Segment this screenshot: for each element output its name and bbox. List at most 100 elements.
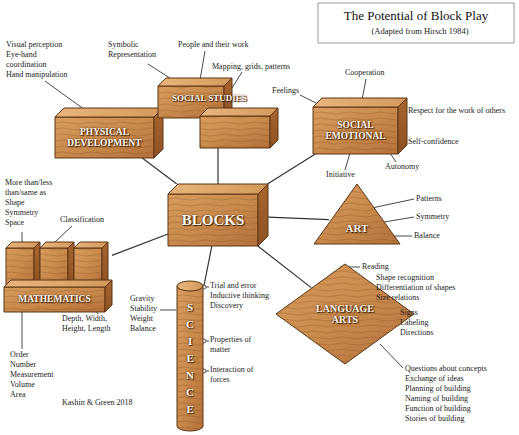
leader-line [372,199,414,208]
annotation-text: Depth, Width, Height, Length [62,314,124,334]
annotation-text: Inductive thinking [210,291,290,301]
leader-line [160,310,176,311]
leader-line [394,236,412,237]
annotation-text: Symmetry [5,208,55,218]
block-front [4,287,105,312]
block-side [68,242,74,286]
annotation-text: Labeling [400,318,460,328]
block-top [168,184,268,194]
leader-line [200,51,205,80]
wood-grain [200,116,270,148]
block-side [398,98,407,154]
connector-line [142,158,177,184]
annotation-text: Naming of building [405,394,515,404]
annotation-text: Volume [10,380,70,390]
block-side [270,108,278,148]
annotation-text: Weight [130,314,175,324]
node-label: SOCIAL STUDIES [158,78,252,148]
wood-grain [313,107,398,154]
block-top [200,108,278,116]
annotation-text: Gravity [130,294,175,304]
block-top [4,280,112,287]
annotation-text: Number [10,360,70,370]
leader-line [384,217,414,222]
block-top [55,108,163,117]
block-top [158,78,232,86]
connector-line [112,234,168,255]
wood-grain [4,287,105,312]
connector-line [217,148,218,184]
annotation-text: People and their work [178,40,268,50]
wood-block: PHYSICAL DEVELOPMENT [55,108,163,158]
connector-line [267,154,315,184]
block-side [102,242,108,286]
annotation-text: Exchange of ideas [405,374,515,384]
shape-outline [158,78,278,148]
science-cylinder: SCIENCE [176,281,204,431]
annotation-text: (Adapted from Hirsch 1984) [330,26,510,36]
annotation-text: Initiative [326,170,386,180]
annotation-text: Order [10,350,70,360]
cylinder-top [177,281,203,291]
annotation-text: Questions about concepts [405,364,515,374]
node-label: PHYSICAL DEVELOPMENT [55,117,154,158]
annotation-text: Space [5,218,55,228]
leader-line [362,79,366,100]
annotation-text: Respect for the work of others [408,106,508,116]
annotation-text: Mapping, grids, patterns [212,62,312,72]
annotation-text: Directions [400,328,460,338]
leader-line [380,344,403,368]
shape-outline [313,183,401,245]
node-label: MATHEMATICS [4,287,105,312]
annotation-text: Area [10,390,70,400]
leader-line [45,81,85,110]
annotation-text: Stories of building [405,414,515,424]
node-label: ART [313,213,401,243]
annotation-text: Stability [130,304,175,314]
annotation-text: Self-confidence [408,137,498,147]
annotation-text: Properties of matter [210,335,265,355]
block-top [313,98,407,107]
annotation-text: Function of building [405,404,515,414]
wood-block: BLOCKS [168,184,268,246]
annotation-text: Balance [130,324,175,334]
connector-line [268,217,329,220]
block-front [313,107,398,154]
annotation-text: Kashin & Green 2018 [62,398,162,408]
block-front [200,116,270,148]
annotation-text: Balance [414,231,474,241]
block-side [34,242,40,286]
annotation-text: Differentiation of shapes [376,283,496,293]
annotation-text: Cooperation [345,68,405,78]
leader-line [22,232,23,242]
annotation-text: Patterns [416,194,476,204]
wood-grain [177,286,203,431]
annotation-text: Eye-hand coordination [6,50,56,70]
annotation-text: Visual perception [6,40,86,50]
annotation-text: Symbolic Representation [108,40,168,60]
annotation-text: Shape recognition [376,273,476,283]
annotation-text: Planning of building [405,384,515,394]
annotation-text: Reading [362,262,422,272]
block-front [55,117,154,158]
node-label: SCIENCE [176,295,204,425]
annotation-text: Classification [60,215,120,225]
annotation-text: Signs [400,308,460,318]
connector-line [258,246,311,288]
art-triangle [314,184,400,244]
annotation-text: Shape [5,198,55,208]
node-label: BLOCKS [168,194,258,246]
annotation-text: Size relations [376,293,476,303]
node-label: LANGUAGE ARTS [310,289,380,339]
leader-line [345,153,350,170]
wood-grain [314,184,400,244]
annotation-text: Trial and error [210,281,290,291]
diagram-title: The Potential of Block Play [322,8,510,23]
stacked-blocks: SOCIAL STUDIES [158,78,278,148]
annotation-text: Measurement [10,370,70,380]
leader-line [22,312,23,349]
node-label: SOCIAL EMOTIONAL [313,107,398,154]
math-blocks: MATHEMATICS [4,240,112,312]
